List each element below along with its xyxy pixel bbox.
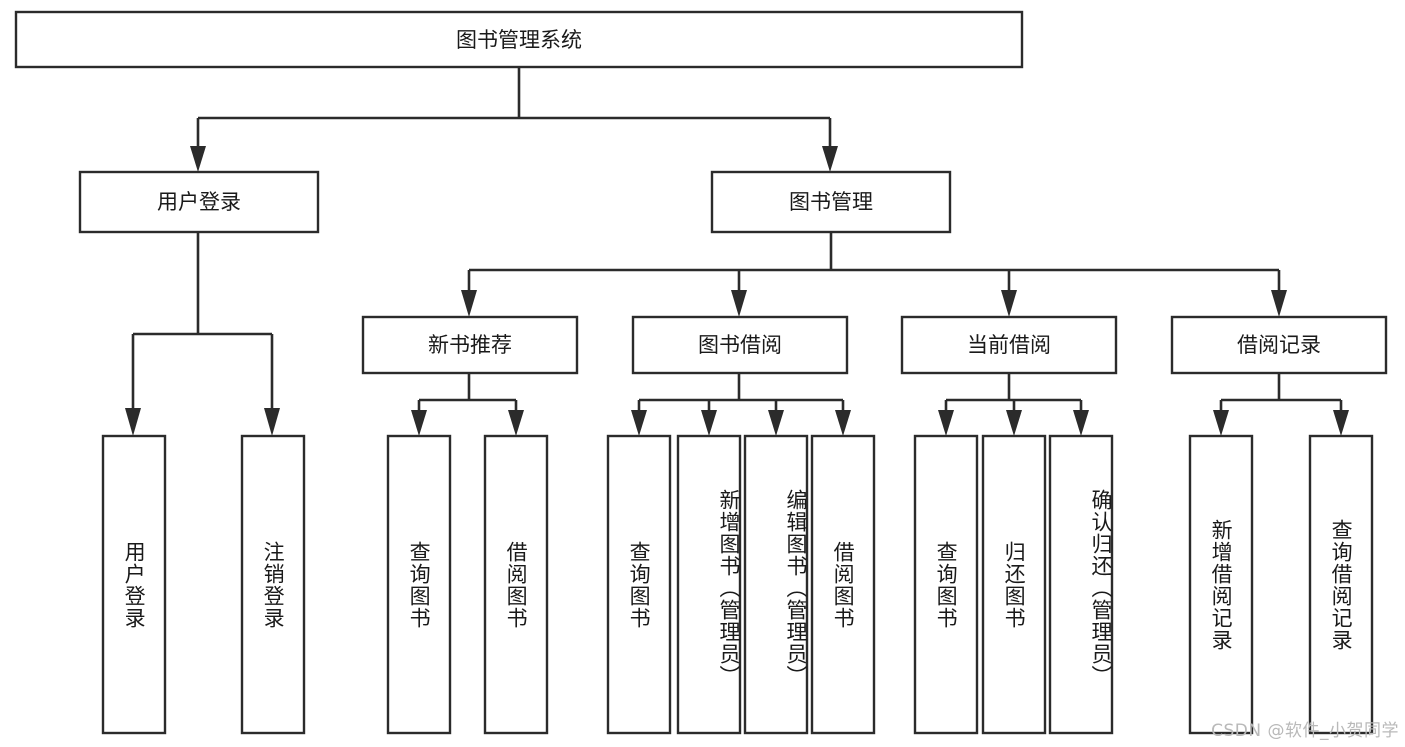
arrow-to-leaf-add-book bbox=[701, 410, 717, 436]
node-leaf-return-book-box[interactable] bbox=[981, 434, 1047, 735]
arrow-to-book-borrow bbox=[731, 290, 747, 317]
arrow-to-leaf-query-book-current bbox=[938, 410, 954, 436]
arrow-to-leaf-query-book-rec bbox=[411, 410, 427, 436]
node-leaf-add-borrow-record-box[interactable] bbox=[1188, 434, 1254, 735]
node-leaf-borrow-book-rec-box[interactable] bbox=[483, 434, 549, 735]
node-user-login[interactable]: 用户登录 bbox=[78, 170, 320, 234]
arrow-to-current-borrow bbox=[1001, 290, 1017, 317]
node-root[interactable]: 图书管理系统 bbox=[14, 10, 1024, 69]
arrow-to-leaf-borrow-book bbox=[835, 410, 851, 436]
node-root-box[interactable] bbox=[14, 10, 1024, 69]
arrow-to-user-login bbox=[190, 146, 206, 172]
arrow-to-leaf-query-book-borrow bbox=[631, 410, 647, 436]
node-book-management[interactable]: 图书管理 bbox=[710, 170, 952, 234]
arrow-to-leaf-add-borrow-record bbox=[1213, 410, 1229, 436]
edges-layer bbox=[125, 67, 1349, 436]
node-user-login-box[interactable] bbox=[78, 170, 320, 234]
node-leaf-edit-book-box[interactable] bbox=[743, 434, 809, 735]
node-user-login-label: 用户登录 bbox=[157, 190, 241, 214]
node-book-management-box[interactable] bbox=[710, 170, 952, 234]
node-borrow-record-box[interactable] bbox=[1170, 315, 1388, 375]
node-book-management-label: 图书管理 bbox=[789, 190, 873, 214]
node-new-book-recommend[interactable]: 新书推荐 bbox=[361, 315, 579, 375]
node-leaf-confirm-return-box[interactable] bbox=[1048, 434, 1114, 735]
arrow-to-leaf-user-login bbox=[125, 408, 141, 436]
node-current-borrow-label: 当前借阅 bbox=[967, 333, 1051, 357]
node-leaf-borrow-book-box[interactable] bbox=[810, 434, 876, 735]
node-leaf-user-login-box[interactable] bbox=[101, 434, 167, 735]
node-leaf-user-logout-box[interactable] bbox=[240, 434, 306, 735]
arrow-to-leaf-confirm-return bbox=[1073, 410, 1089, 436]
arrow-to-borrow-record bbox=[1271, 290, 1287, 317]
arrow-to-leaf-query-borrow-record bbox=[1333, 410, 1349, 436]
arrow-to-book-management bbox=[822, 146, 838, 172]
arrow-to-leaf-edit-book bbox=[768, 410, 784, 436]
node-leaf-query-book-rec-box[interactable] bbox=[386, 434, 452, 735]
node-leaf-query-book-borrow-box[interactable] bbox=[606, 434, 672, 735]
node-book-borrow-label: 图书借阅 bbox=[698, 333, 782, 357]
arrow-to-new-book-recommend bbox=[461, 290, 477, 317]
node-current-borrow-box[interactable] bbox=[900, 315, 1118, 375]
nodes-layer: 图书管理系统 用户登录 图书管理 新书推荐 图书借阅 bbox=[14, 10, 1388, 735]
node-book-borrow[interactable]: 图书借阅 bbox=[631, 315, 849, 375]
node-root-label: 图书管理系统 bbox=[456, 28, 582, 52]
node-new-book-recommend-label: 新书推荐 bbox=[428, 333, 512, 357]
watermark-text: CSDN @软件_小贺同学 bbox=[1211, 721, 1399, 741]
arrow-to-leaf-user-logout bbox=[264, 408, 280, 436]
node-current-borrow[interactable]: 当前借阅 bbox=[900, 315, 1118, 375]
node-new-book-recommend-box[interactable] bbox=[361, 315, 579, 375]
node-leaf-query-borrow-record-box[interactable] bbox=[1308, 434, 1374, 735]
arrow-to-leaf-borrow-book-rec bbox=[508, 410, 524, 436]
node-borrow-record-label: 借阅记录 bbox=[1237, 333, 1321, 357]
node-borrow-record[interactable]: 借阅记录 bbox=[1170, 315, 1388, 375]
node-book-borrow-box[interactable] bbox=[631, 315, 849, 375]
node-leaf-add-book-box[interactable] bbox=[676, 434, 742, 735]
node-leaf-query-book-current-box[interactable] bbox=[913, 434, 979, 735]
arrow-to-leaf-return-book bbox=[1006, 410, 1022, 436]
